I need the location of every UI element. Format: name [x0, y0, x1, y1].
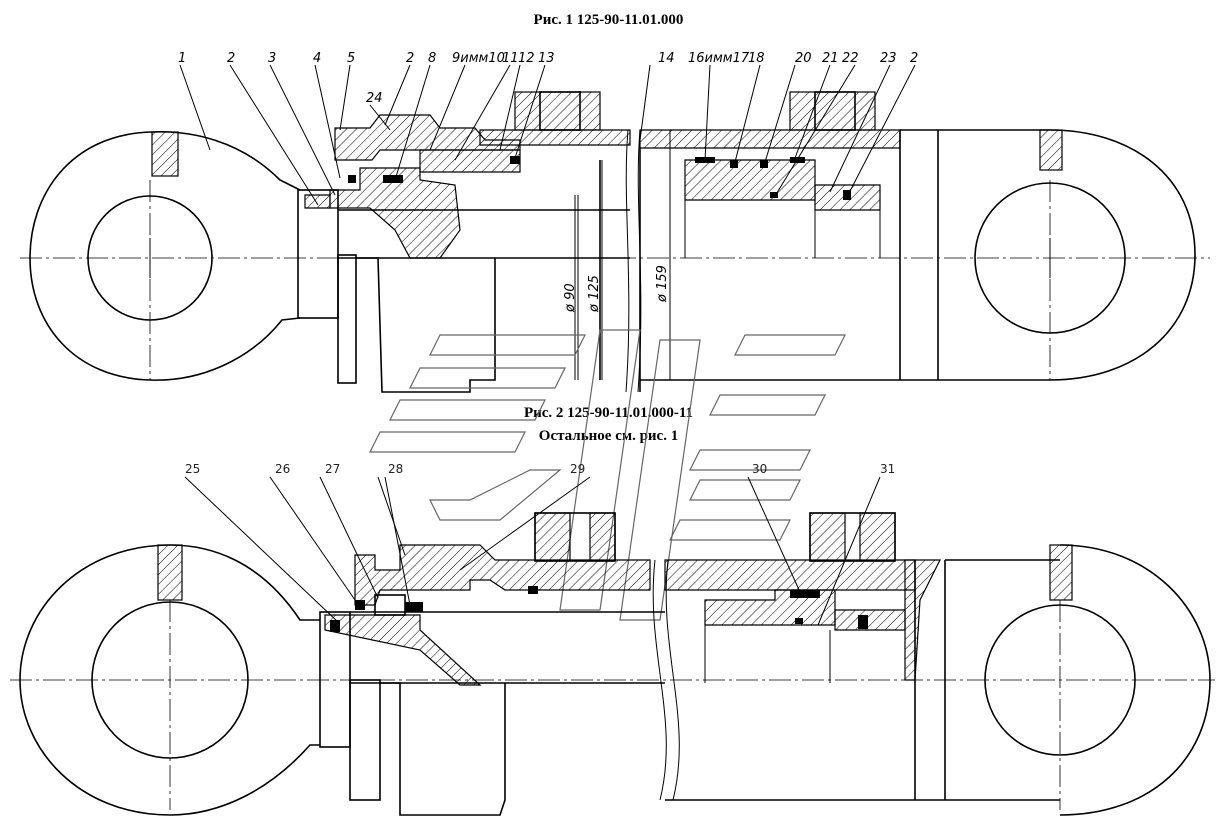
leaders-fig2 [184, 476, 881, 626]
label-4: 4 [313, 51, 321, 66]
watermark-logo [369, 329, 846, 621]
label-5: 5 [347, 51, 355, 66]
label-16-17: 16имм17 [688, 51, 750, 66]
label-2c: 2 [910, 51, 918, 66]
label-28: 28 [388, 462, 403, 476]
label-11: 11 [502, 51, 519, 66]
cylinder-body-fig1 [639, 91, 1050, 392]
leaders-fig1 [179, 64, 916, 206]
label-24: 24 [366, 91, 383, 106]
figure-2-caption: Рис. 2 125-90-11.01.000-11 [523, 405, 694, 421]
part-labels-fig1: 1 2 3 4 5 24 2 8 9имм10 11 12 13 14 16им… [178, 51, 918, 106]
label-2b: 2 [406, 51, 414, 66]
rod-gland-fig2 [319, 512, 665, 816]
dimension-90: ø 90 [563, 283, 578, 313]
label-23: 23 [880, 51, 897, 66]
label-13: 13 [538, 51, 555, 66]
label-20: 20 [795, 51, 812, 66]
label-31: 31 [880, 462, 895, 476]
label-8: 8 [428, 51, 436, 66]
label-22: 22 [842, 51, 859, 66]
figure-1-drawing: 1 2 3 4 5 24 2 8 9имм10 11 12 13 14 16им… [20, 51, 1210, 393]
label-26: 26 [275, 462, 290, 476]
label-2: 2 [227, 51, 235, 66]
part-labels-fig2: 25 26 27 28 29 30 31 [185, 462, 895, 476]
dimensions-fig1: ø 90 ø 125 ø 159 [563, 130, 671, 380]
label-14: 14 [658, 51, 675, 66]
cylinder-body-fig2 [664, 512, 1060, 801]
label-25: 25 [185, 462, 200, 476]
figure-1-caption: Рис. 1 125-90-11.01.000 [533, 12, 684, 28]
figure-2-drawing: 25 26 27 28 29 30 31 [10, 462, 1215, 816]
left-eye-fig1 [29, 130, 301, 381]
label-9-10: 9имм10 [452, 51, 505, 66]
dimension-159: ø 159 [655, 265, 670, 303]
label-3: 3 [268, 51, 276, 66]
label-12: 12 [518, 51, 535, 66]
label-30: 30 [752, 462, 767, 476]
right-eye-fig1 [974, 129, 1196, 381]
label-1: 1 [178, 51, 186, 66]
rod-gland-fig1 [297, 91, 631, 393]
figure-2-note: Остальное см. рис. 1 [538, 428, 679, 444]
dimension-125: ø 125 [587, 275, 602, 313]
label-29: 29 [570, 462, 585, 476]
label-18: 18 [748, 51, 765, 66]
label-27: 27 [325, 462, 340, 476]
label-21: 21 [822, 51, 839, 66]
